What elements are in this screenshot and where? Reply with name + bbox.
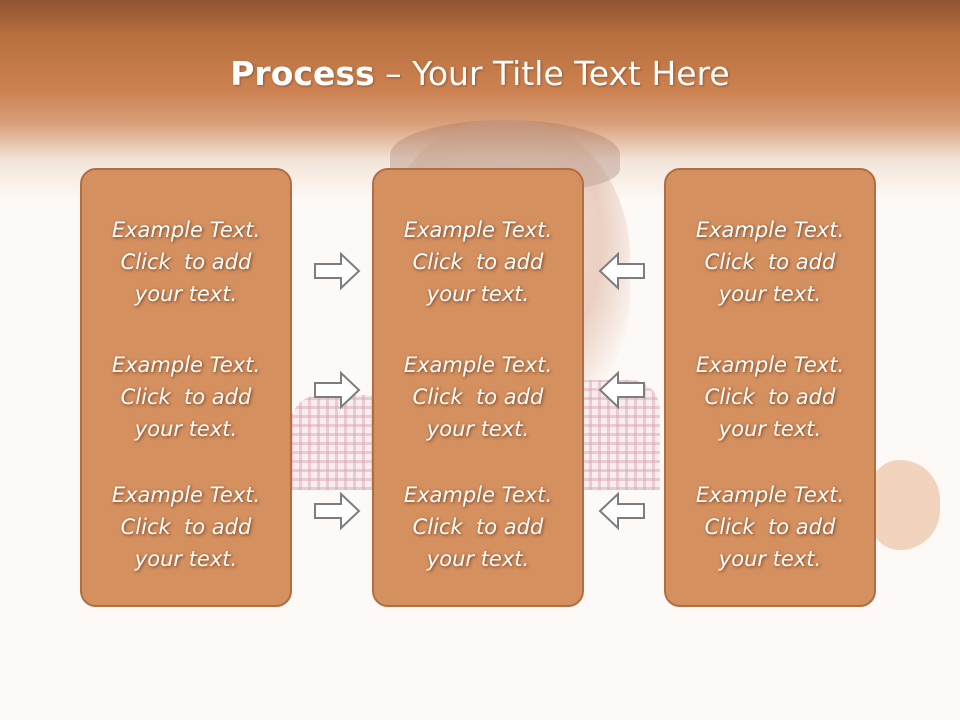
- text-line: your text.: [134, 417, 238, 441]
- text-line: Example Text.: [403, 353, 553, 377]
- text-line: your text.: [718, 282, 822, 306]
- title-bold: Process: [230, 54, 375, 93]
- photo-shirt-right: [580, 380, 660, 490]
- photo-hand: [870, 460, 940, 550]
- text-block[interactable]: Example Text. Click to add your text.: [374, 479, 582, 575]
- process-box-left[interactable]: Example Text. Click to add your text. Ex…: [80, 168, 292, 607]
- text-line: Example Text.: [111, 483, 261, 507]
- text-line: your text.: [426, 547, 530, 571]
- text-line: Example Text.: [695, 218, 845, 242]
- text-line: Click to add: [412, 515, 544, 539]
- title-rest: – Your Title Text Here: [374, 54, 730, 93]
- text-block[interactable]: Example Text. Click to add your text.: [374, 214, 582, 310]
- text-block[interactable]: Example Text. Click to add your text.: [82, 349, 290, 445]
- text-block[interactable]: Example Text. Click to add your text.: [82, 214, 290, 310]
- text-line: Click to add: [120, 385, 252, 409]
- text-line: Example Text.: [695, 353, 845, 377]
- arrow-left-icon: [598, 251, 645, 291]
- text-block[interactable]: Example Text. Click to add your text.: [666, 479, 874, 575]
- text-line: Click to add: [120, 515, 252, 539]
- slide-title[interactable]: Process – Your Title Text Here: [0, 52, 960, 96]
- text-line: Click to add: [120, 250, 252, 274]
- process-box-center[interactable]: Example Text. Click to add your text. Ex…: [372, 168, 584, 607]
- text-line: Click to add: [704, 515, 836, 539]
- text-line: Example Text.: [695, 483, 845, 507]
- text-line: Example Text.: [403, 218, 553, 242]
- text-line: Example Text.: [403, 483, 553, 507]
- text-line: your text.: [718, 547, 822, 571]
- text-line: your text.: [426, 417, 530, 441]
- arrow-right-icon: [314, 251, 361, 291]
- process-box-right[interactable]: Example Text. Click to add your text. Ex…: [664, 168, 876, 607]
- text-line: Click to add: [412, 385, 544, 409]
- text-block[interactable]: Example Text. Click to add your text.: [666, 349, 874, 445]
- arrow-left-icon: [598, 370, 645, 410]
- text-line: Click to add: [704, 250, 836, 274]
- text-line: your text.: [426, 282, 530, 306]
- text-line: Example Text.: [111, 353, 261, 377]
- arrow-right-icon: [314, 370, 361, 410]
- text-line: Click to add: [412, 250, 544, 274]
- text-line: your text.: [134, 547, 238, 571]
- text-line: Click to add: [704, 385, 836, 409]
- text-block[interactable]: Example Text. Click to add your text.: [374, 349, 582, 445]
- text-line: your text.: [134, 282, 238, 306]
- text-line: your text.: [718, 417, 822, 441]
- text-block[interactable]: Example Text. Click to add your text.: [82, 479, 290, 575]
- text-line: Example Text.: [111, 218, 261, 242]
- arrow-right-icon: [314, 491, 361, 531]
- arrow-left-icon: [598, 491, 645, 531]
- text-block[interactable]: Example Text. Click to add your text.: [666, 214, 874, 310]
